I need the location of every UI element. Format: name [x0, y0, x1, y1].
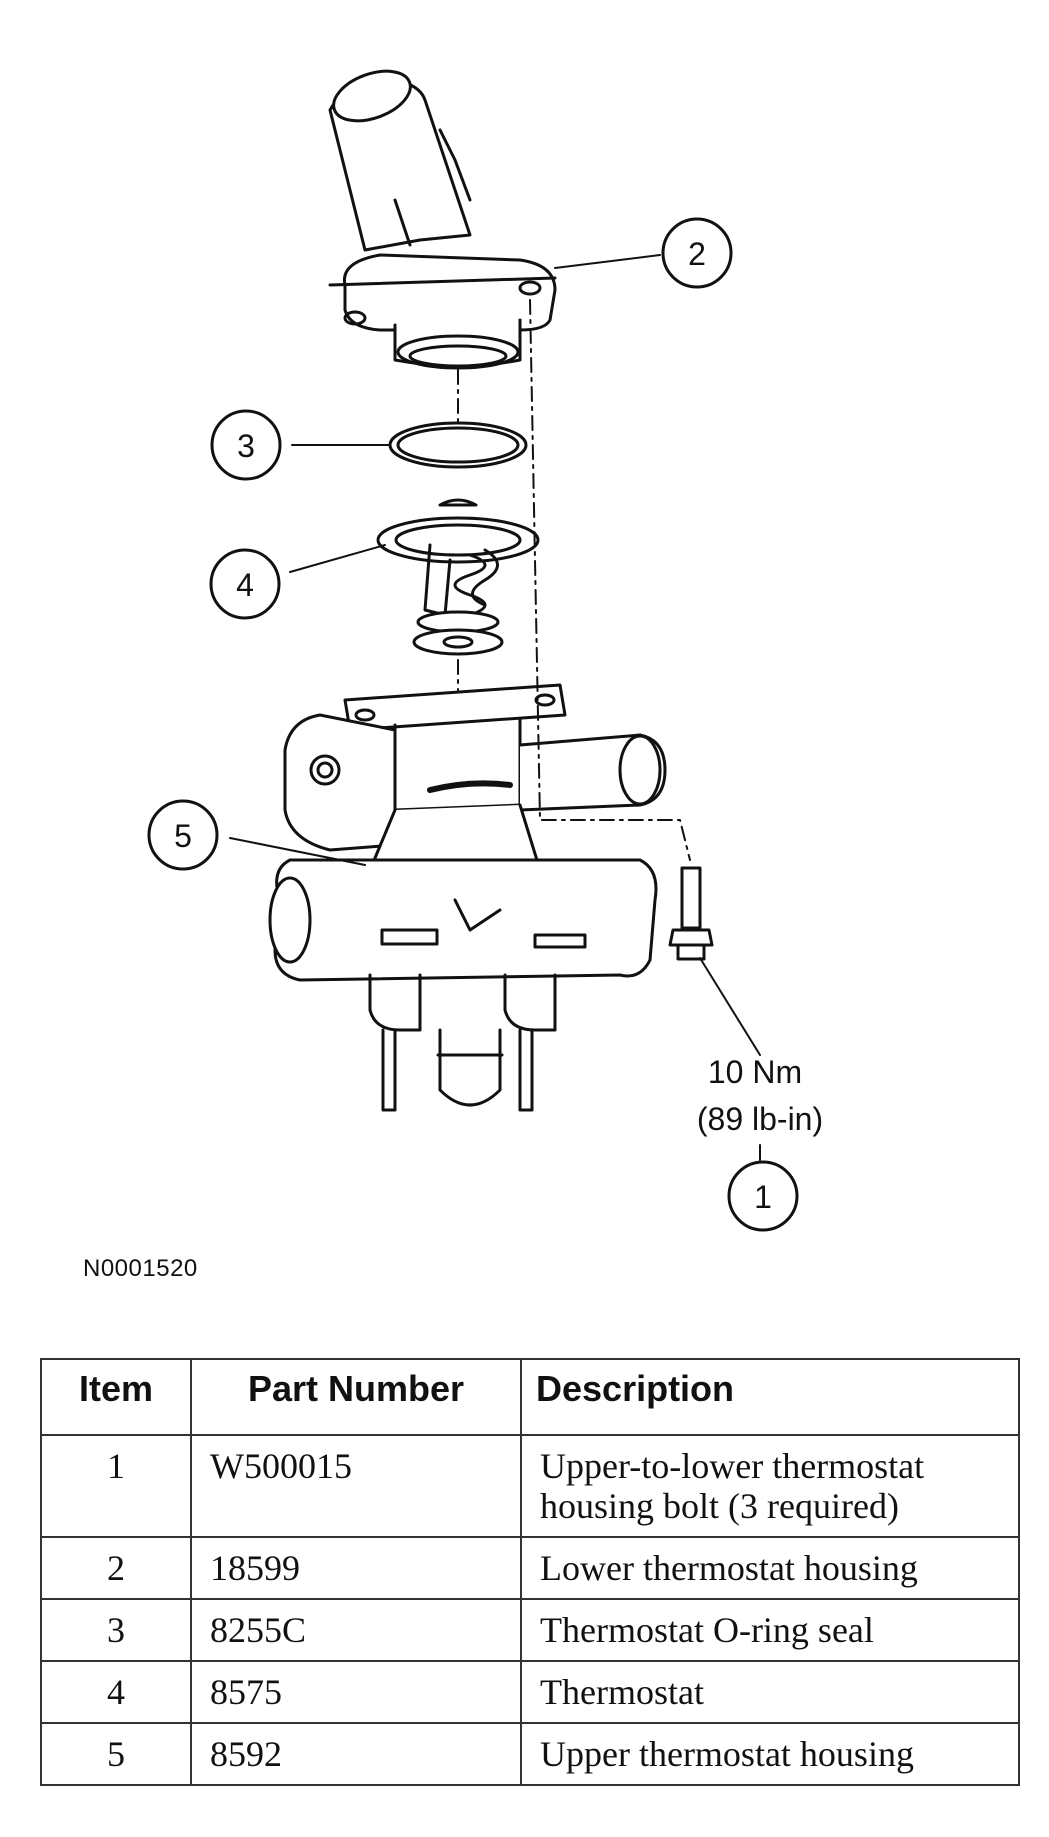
cell-item: 5 [40, 1722, 192, 1786]
figure-id: N0001520 [83, 1255, 198, 1282]
torque-spec-metric: 10 Nm [708, 1054, 802, 1090]
leader-line-4 [289, 544, 386, 573]
table-row: 4 8575 Thermostat [40, 1660, 1020, 1724]
callout-3-circle [210, 409, 282, 481]
description-line: housing bolt (3 required) [540, 1486, 899, 1526]
cell-part-number: 8592 [190, 1722, 522, 1786]
cell-item: 2 [40, 1536, 192, 1600]
cell-description: Thermostat O-ring seal [520, 1598, 1020, 1662]
cell-item: 4 [40, 1660, 192, 1724]
table-row: 2 18599 Lower thermostat housing [40, 1536, 1020, 1600]
thermostat [376, 498, 540, 656]
cell-description: Lower thermostat housing [520, 1536, 1020, 1600]
header-description: Description [520, 1358, 1020, 1436]
thermostat-o-ring-seal [388, 421, 528, 469]
callout-2-label: 2 [688, 236, 706, 272]
leader-line-1 [699, 957, 761, 1056]
cell-part-number: 8575 [190, 1660, 522, 1724]
upper-thermostat-housing [268, 683, 667, 1112]
callout-3-label: 3 [237, 428, 255, 464]
cell-part-number: 8255C [190, 1598, 522, 1662]
callout-5-label: 5 [174, 818, 192, 854]
callout-1-label: 1 [754, 1179, 772, 1215]
housing-bolt [668, 866, 714, 961]
table-row: 3 8255C Thermostat O-ring seal [40, 1598, 1020, 1662]
exploded-parts-diagram: 2 3 4 5 1 10 Nm (89 lb-in) [147, 69, 823, 1232]
table-header-row: Item Part Number Description [40, 1358, 1020, 1436]
cell-item: 1 [40, 1434, 192, 1538]
parts-table: Item Part Number Description 1 W500015 U… [40, 1358, 1020, 1786]
cell-item: 3 [40, 1598, 192, 1662]
description-line: Upper-to-lower thermostat [540, 1446, 925, 1486]
table-row: 5 8592 Upper thermostat housing [40, 1722, 1020, 1786]
cell-description: Upper-to-lower thermostat housing bolt (… [520, 1434, 1020, 1538]
callout-1-circle [727, 1160, 799, 1232]
leader-line-2 [554, 254, 661, 269]
cell-description: Thermostat [520, 1660, 1020, 1724]
callout-4-label: 4 [236, 567, 254, 603]
cell-description: Upper thermostat housing [520, 1722, 1020, 1786]
table-row: 1 W500015 Upper-to-lower thermostat hous… [40, 1434, 1020, 1538]
lower-thermostat-housing [328, 69, 557, 370]
callout-2-circle [661, 217, 733, 289]
callout-5-circle [147, 799, 219, 871]
callout-4-circle [209, 548, 281, 620]
cell-part-number: 18599 [190, 1536, 522, 1600]
header-part-number: Part Number [190, 1358, 522, 1436]
torque-spec-imperial: (89 lb-in) [697, 1101, 823, 1137]
bolt-centerline [529, 299, 691, 861]
header-item: Item [40, 1358, 192, 1436]
cell-part-number: W500015 [190, 1434, 522, 1538]
leader-line-5 [229, 837, 366, 866]
